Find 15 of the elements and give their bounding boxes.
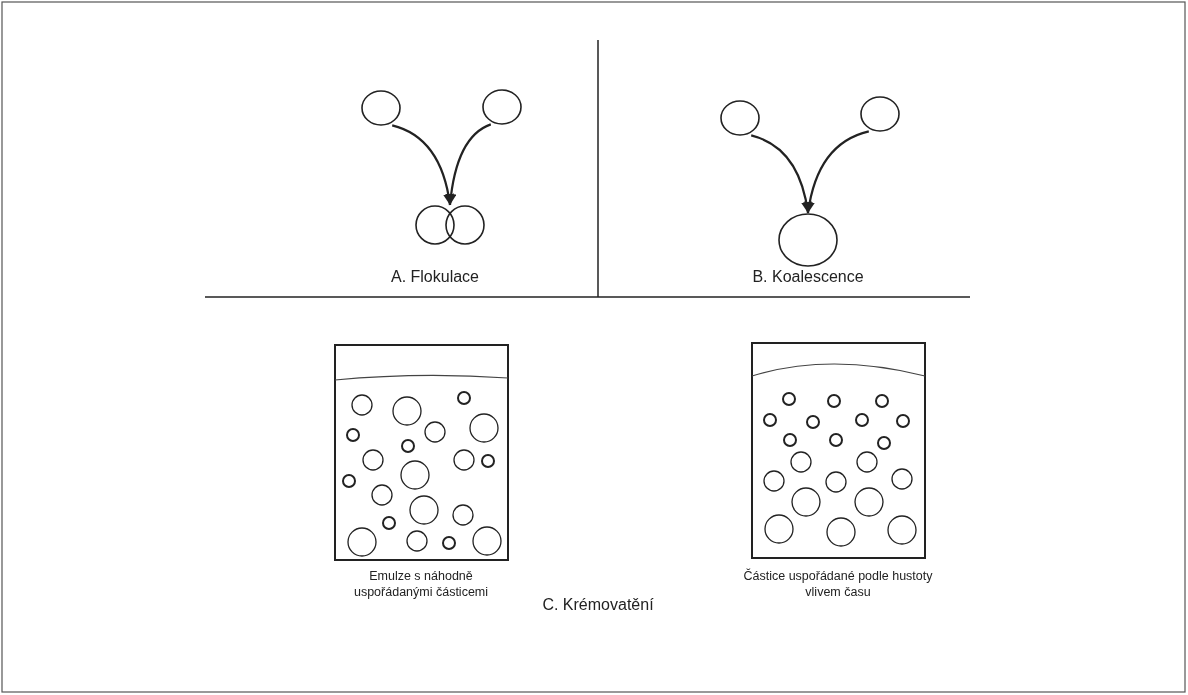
arrow [804, 130, 870, 214]
arrow [750, 134, 812, 214]
droplet [720, 100, 760, 136]
droplet [778, 213, 838, 267]
caption: Emulze s náhodně uspořádanými částicemi [352, 568, 490, 601]
panel-label: C. Krémovatění [542, 596, 654, 614]
arrow [445, 123, 492, 206]
caption: Částice uspořádané podle hustoty vlivem času [742, 568, 934, 601]
panel-label: A. Flokulace [391, 268, 479, 286]
droplet [860, 96, 900, 132]
droplet-pair [415, 205, 485, 245]
arrow [391, 124, 454, 206]
panel-label: B. Koalescence [752, 268, 864, 286]
droplet [482, 89, 522, 125]
droplet [361, 90, 401, 126]
